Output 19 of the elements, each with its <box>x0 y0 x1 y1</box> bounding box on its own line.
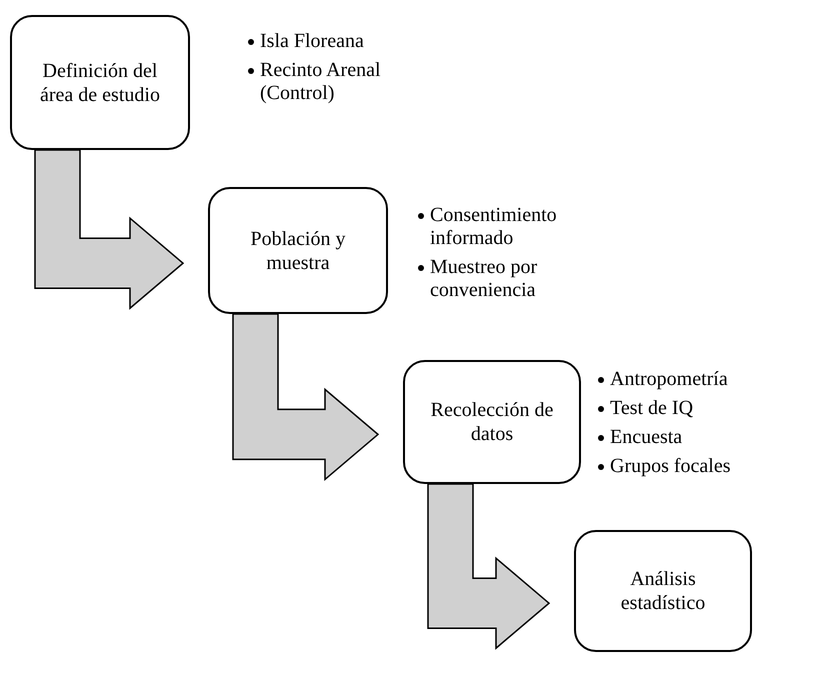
bent-block-arrow <box>427 483 550 650</box>
bullet-item: Antropometría <box>610 368 728 391</box>
step-label: Definición del área de estudio <box>39 58 161 106</box>
process-box <box>403 360 581 484</box>
bullet-item: Grupos focales <box>610 455 731 478</box>
process-box <box>574 530 752 652</box>
bent-block-arrow <box>34 149 184 310</box>
bullet-item: Recinto Arenal (Control) <box>260 59 382 105</box>
bent-block-arrow <box>232 313 380 482</box>
process-box <box>10 15 190 150</box>
bullet-item: Test de IQ <box>610 397 694 420</box>
step-label: Análisis estadístico <box>620 567 706 615</box>
step-label: Población y muestra <box>250 226 346 274</box>
bullet-item: Consentimiento informado <box>430 204 558 250</box>
bullet-item: Encuesta <box>610 426 682 449</box>
bullet-item: Muestreo por conveniencia <box>430 256 538 302</box>
bullet-item: Isla Floreana <box>260 30 364 53</box>
step-label: Recolección de datos <box>430 398 554 446</box>
process-box <box>208 187 388 314</box>
